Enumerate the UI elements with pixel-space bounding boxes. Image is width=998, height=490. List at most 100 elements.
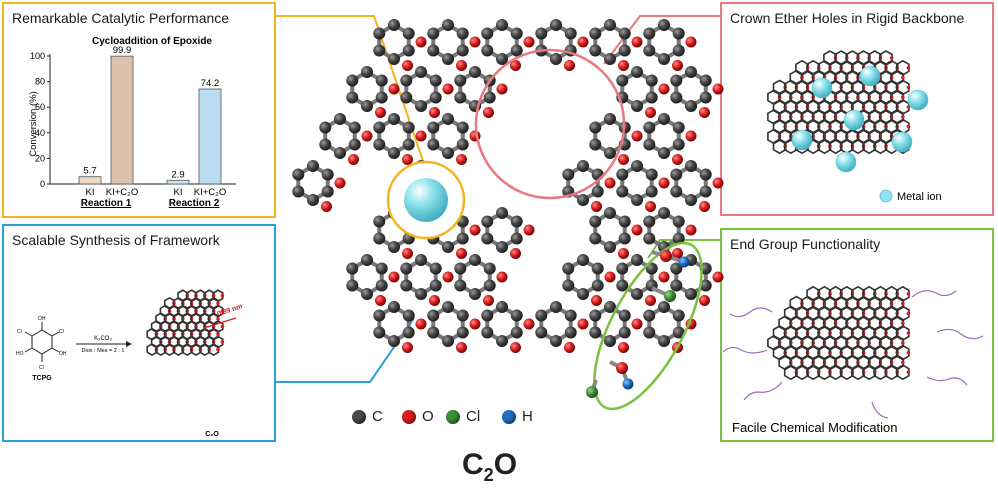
carbon-atom — [658, 53, 670, 65]
oxygen-atom — [645, 201, 656, 212]
carbon-atom — [415, 160, 427, 172]
bond — [486, 23, 503, 36]
bond — [447, 23, 464, 36]
bond — [675, 164, 693, 177]
bond — [500, 23, 518, 36]
carbon-atom — [699, 185, 712, 198]
carbon-atom — [442, 147, 454, 159]
oxygen-dot — [220, 340, 225, 344]
oxygen-atom — [483, 295, 494, 306]
carbon-atom — [496, 335, 508, 347]
carbon-atom — [496, 53, 508, 65]
carbon-atom — [685, 66, 697, 78]
oxygen-atom — [672, 342, 683, 353]
bond — [486, 211, 503, 224]
carbon-atom — [454, 74, 467, 87]
carbon-atom — [375, 279, 388, 292]
bond — [594, 330, 612, 343]
bond — [648, 236, 666, 249]
catalytic-connector — [276, 15, 425, 165]
carbon-atom — [645, 262, 658, 275]
carbon-atom — [334, 147, 346, 159]
carbon-atom — [483, 262, 496, 275]
bond — [621, 164, 639, 177]
carbon-atom — [643, 215, 656, 228]
carbon-atom — [589, 27, 602, 40]
carbon-atom — [618, 232, 631, 245]
bond — [459, 95, 476, 108]
oxygen-dot — [906, 350, 911, 355]
carbon-atom — [631, 288, 643, 300]
oxygen-atom — [388, 83, 400, 95]
carbon-atom — [591, 185, 604, 198]
bond — [635, 189, 653, 202]
bond — [447, 330, 464, 343]
svg-text:Cl: Cl — [17, 329, 22, 335]
oxygen-atom — [645, 107, 656, 118]
carbon-atom — [481, 27, 494, 40]
tcpg-molecule — [24, 322, 60, 362]
bond — [432, 330, 449, 343]
bond — [420, 258, 437, 271]
main-title-sub: 2 — [483, 465, 494, 485]
oxygen-dot — [220, 293, 225, 298]
oxygen-atom — [685, 36, 697, 48]
bond — [405, 164, 422, 177]
bond — [608, 305, 626, 318]
carbon-atom — [415, 288, 427, 300]
bond — [393, 117, 410, 130]
bond — [662, 211, 680, 224]
bond — [540, 330, 558, 343]
carbon-atom — [481, 326, 494, 339]
bond — [594, 305, 612, 318]
carbon-atom — [429, 279, 442, 292]
oxygen-dot — [901, 95, 905, 99]
legend-item: Cl — [446, 408, 480, 425]
oxygen-atom — [631, 130, 643, 142]
carbon-atom — [510, 232, 523, 245]
bond — [420, 189, 437, 202]
bond — [689, 189, 707, 202]
carbon-atom — [400, 91, 413, 104]
carbon-atom — [375, 74, 388, 87]
carbon-atom — [442, 301, 454, 313]
oxygen-atom — [577, 318, 589, 330]
carbon-atom — [469, 66, 481, 78]
oxygen-atom — [456, 154, 467, 165]
bond — [474, 95, 491, 108]
product-label: C₂O — [205, 431, 219, 438]
oxygen-atom — [658, 271, 670, 283]
bond — [447, 142, 464, 155]
carbon-atom — [699, 91, 712, 104]
group-label: Reaction 2 — [169, 198, 220, 209]
oxygen-atom — [361, 130, 373, 142]
bond — [621, 189, 639, 202]
bond — [393, 48, 410, 61]
oxygen-atom — [604, 177, 616, 189]
synthesis-connector — [276, 317, 415, 383]
carbon-atom — [658, 113, 670, 125]
carbon-atom — [658, 301, 670, 313]
carbon-atom — [319, 138, 332, 151]
carbon-atom — [321, 168, 334, 181]
carbon-atom — [402, 326, 415, 339]
carbon-atom — [564, 27, 577, 40]
bond — [432, 211, 449, 224]
carbon-atom — [670, 262, 683, 275]
oxygen-dot — [889, 56, 894, 60]
carbon-atom — [415, 194, 427, 206]
bond — [474, 258, 491, 271]
bond — [378, 330, 395, 343]
bond — [635, 164, 653, 177]
oxygen-atom — [618, 154, 629, 165]
bond — [581, 164, 599, 177]
endgroup-panel-title: End Group Functionality — [730, 236, 881, 252]
oxygen-atom — [672, 60, 683, 71]
bond — [608, 48, 626, 61]
bond — [621, 258, 639, 271]
bond — [648, 48, 666, 61]
bond — [554, 23, 572, 36]
carbon-atom — [591, 262, 604, 275]
carbon-atom — [427, 232, 440, 245]
carbon-atom — [456, 309, 469, 322]
